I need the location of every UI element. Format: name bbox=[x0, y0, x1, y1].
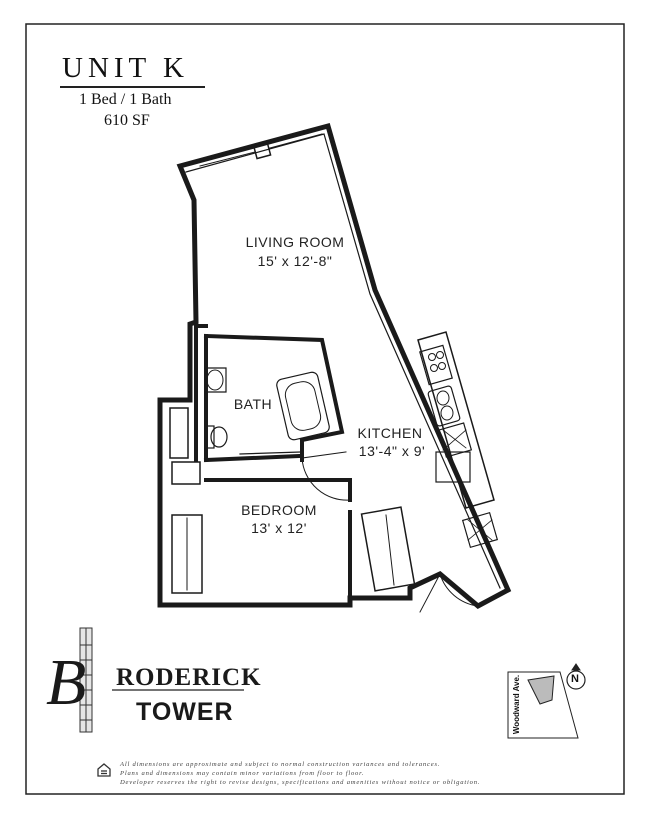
bedroom-label: BEDROOM bbox=[241, 502, 317, 518]
kitchen-cart bbox=[435, 451, 471, 483]
bath-label: BATH bbox=[233, 396, 273, 412]
disclaimer-line-1: All dimensions are approximate and subje… bbox=[120, 761, 441, 768]
bed-bath-label: 1 Bed / 1 Bath bbox=[79, 91, 172, 108]
entry-door-swing bbox=[439, 573, 479, 607]
closet-left bbox=[169, 407, 189, 459]
disclaimer-line-3: Developer reserves the right to revise d… bbox=[120, 779, 481, 786]
unit-title: UNIT K bbox=[62, 52, 189, 84]
disclaimer-line-2: Plans and dimensions may contain minor v… bbox=[120, 770, 365, 777]
bedroom-closet bbox=[171, 514, 203, 594]
bath-sink bbox=[205, 367, 227, 393]
living-room-dims: 15' x 12'-8" bbox=[257, 253, 333, 269]
equal-housing-icon bbox=[97, 763, 111, 777]
north-arrow-label: N bbox=[571, 673, 579, 685]
kitchen-label: KITCHEN bbox=[357, 425, 423, 441]
logo-name: RODERICK bbox=[116, 664, 262, 691]
bedroom-dims: 13' x 12' bbox=[251, 520, 307, 536]
refrigerator bbox=[461, 511, 499, 549]
window-top-left bbox=[199, 145, 256, 167]
street-label: Woodward Ave. bbox=[512, 674, 522, 735]
kitchen-sink bbox=[427, 385, 461, 427]
window-mullion bbox=[252, 140, 272, 160]
hall-closet bbox=[360, 506, 416, 592]
bathtub bbox=[276, 371, 330, 441]
stove bbox=[419, 344, 453, 386]
kitchen-dims: 13'-4" x 9' bbox=[358, 443, 426, 459]
living-room-label: LIVING ROOM bbox=[245, 234, 345, 250]
bedroom-door-swing bbox=[301, 457, 351, 501]
dishwasher bbox=[437, 422, 473, 458]
logo-initial: B bbox=[46, 646, 87, 719]
toilet bbox=[205, 425, 215, 449]
window-top-right bbox=[269, 127, 323, 149]
title-underline bbox=[60, 86, 205, 88]
area-label: 610 SF bbox=[104, 112, 150, 129]
bath-wall bbox=[194, 322, 345, 462]
logo-tower: TOWER bbox=[136, 698, 234, 726]
bedroom-wall bbox=[204, 478, 352, 600]
